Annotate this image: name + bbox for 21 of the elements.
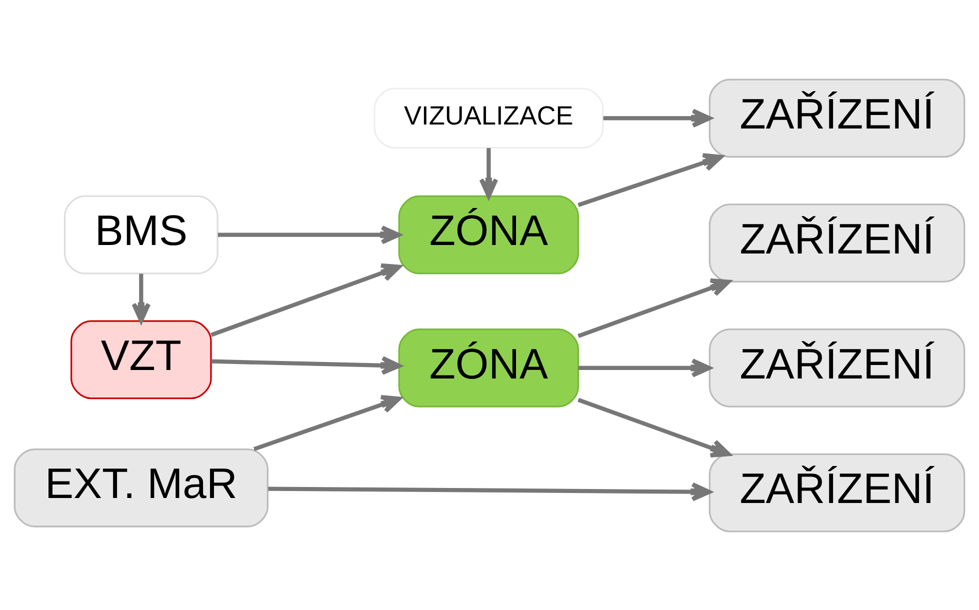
node-box: ZÓNA: [398, 328, 580, 407]
node-box: ZAŘÍZENÍ: [708, 328, 966, 407]
node-box: VIZUALIZACE: [374, 87, 604, 148]
node-box: ZAŘÍZENÍ: [708, 78, 966, 158]
arrow: [603, 108, 712, 128]
node-box: ZAŘÍZENÍ: [708, 452, 966, 532]
node-box: EXT. MaR: [14, 448, 268, 527]
arrow: [210, 262, 402, 336]
arrow: [218, 224, 401, 244]
arrow: [479, 148, 498, 198]
arrow: [578, 152, 723, 207]
node-box: BMS: [64, 194, 218, 274]
arrow: [578, 397, 731, 458]
arrow: [253, 394, 402, 451]
arrow: [268, 482, 712, 501]
node-box: VZT: [70, 320, 212, 399]
arrow: [578, 358, 712, 377]
node-box: ZAŘÍZENÍ: [708, 203, 966, 282]
arrow: [211, 356, 402, 374]
node-box: ZÓNA: [398, 194, 580, 274]
arrow: [578, 278, 731, 338]
